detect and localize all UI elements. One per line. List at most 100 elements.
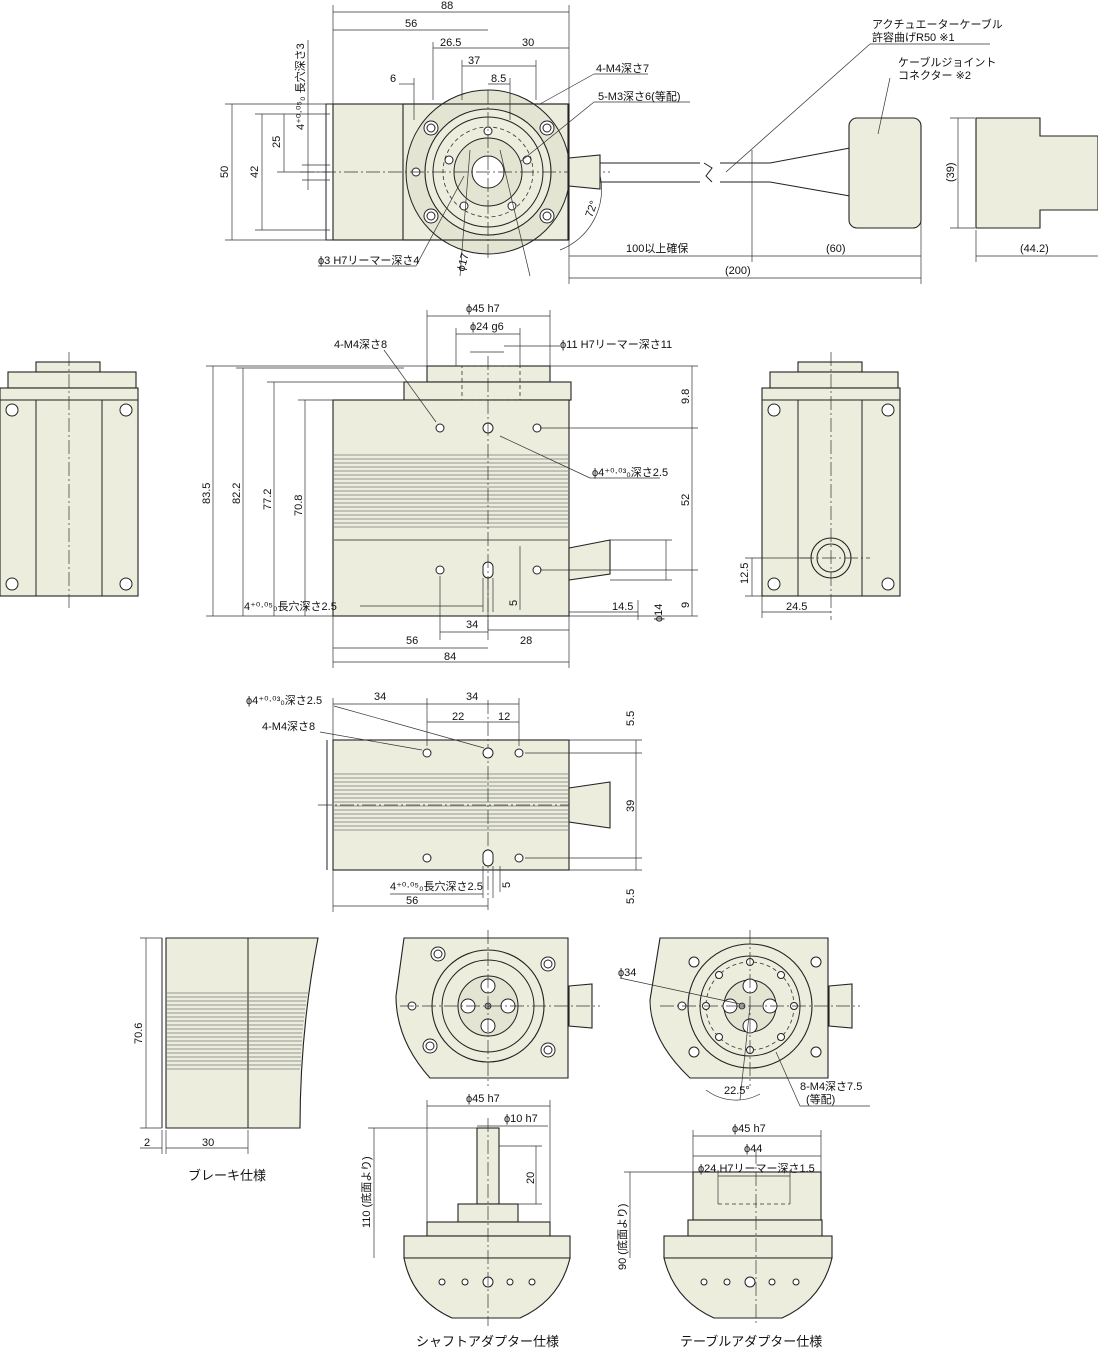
svg-text:22: 22 <box>452 711 464 723</box>
svg-text:ϕ45 h7: ϕ45 h7 <box>466 303 500 315</box>
table-adapter-caption: テーブルアダプター仕様 <box>680 1334 822 1349</box>
connector-mate <box>975 117 1098 229</box>
svg-text:許容曲げR50 ※1: 許容曲げR50 ※1 <box>872 30 955 44</box>
svg-text:4⁺⁰·⁰⁵₀長穴深さ2.5: 4⁺⁰·⁰⁵₀長穴深さ2.5 <box>390 879 483 893</box>
table-adapter-phi24: ϕ24 H7リーマー深さ1.5 <box>698 1162 815 1175</box>
front-flange <box>403 381 572 401</box>
brake-dim-2: 2 <box>144 1137 150 1149</box>
svg-text:5.5: 5.5 <box>625 711 637 726</box>
svg-text:88: 88 <box>441 0 453 12</box>
front-dim-labels: ϕ45 h7 ϕ24 g6 ϕ11 H7リーマー深さ11 4-M4深さ8 83.… <box>201 303 692 663</box>
shaft-top-view <box>395 930 600 1086</box>
svg-text:56: 56 <box>405 18 417 30</box>
svg-text:4-M4深さ7: 4-M4深さ7 <box>596 62 649 75</box>
table-adapter-90: 90 (底面より) <box>615 1204 629 1270</box>
shaft-top-holes <box>407 946 556 1058</box>
svg-text:4-M4深さ8: 4-M4深さ8 <box>262 720 315 733</box>
table-top-angle: 22.5° <box>724 1085 750 1097</box>
svg-text:(200): (200) <box>725 265 751 277</box>
brake-stripes <box>167 992 308 1070</box>
right-dim-24-5: 24.5 <box>786 601 807 613</box>
front-cable-gland <box>568 539 611 581</box>
bottom-holes <box>422 747 524 867</box>
shaft-adapter-body <box>403 1257 571 1319</box>
table-adapter-body <box>663 1257 833 1319</box>
svg-text:56: 56 <box>406 635 418 647</box>
svg-text:34: 34 <box>466 619 478 631</box>
left-side-screws <box>5 403 133 591</box>
svg-text:42: 42 <box>249 166 261 178</box>
table-top-m4: 8-M4深さ7.5 <box>800 1080 862 1093</box>
svg-text:5.5: 5.5 <box>625 889 637 904</box>
table-top-phi34: ϕ34 <box>618 967 636 979</box>
right-side-screws <box>767 403 895 591</box>
svg-text:28: 28 <box>520 635 532 647</box>
table-top-m4-equal: (等配) <box>806 1092 835 1106</box>
svg-text:25: 25 <box>271 136 283 148</box>
left-side-view <box>0 352 139 610</box>
right-side-top-cap <box>797 361 863 373</box>
cable-gland <box>568 154 601 190</box>
svg-text:82.2: 82.2 <box>231 483 243 504</box>
svg-text:50: 50 <box>219 166 231 178</box>
svg-text:9: 9 <box>680 602 692 608</box>
svg-text:(44.2): (44.2) <box>1020 243 1049 255</box>
bottom-cable-gland <box>568 781 611 829</box>
svg-text:6: 6 <box>390 73 396 85</box>
front-view: ϕ45 h7 ϕ24 g6 ϕ11 H7リーマー深さ11 4-M4深さ8 83.… <box>201 303 698 668</box>
bottom-dim-labels: 34 34 22 12 ϕ4⁺⁰·⁰³₀深さ2.5 4-M4深さ8 5.5 39… <box>246 691 637 907</box>
table-adapter-holes <box>700 1276 800 1288</box>
table-adapter-phi45: ϕ45 h7 <box>732 1123 766 1135</box>
svg-text:34: 34 <box>466 691 478 703</box>
shaft-adapter-110: 110 (底面より) <box>359 1156 373 1228</box>
bottom-stripes <box>334 773 568 831</box>
right-side-view: 12.5 24.5 <box>739 352 901 620</box>
svg-text:26.5: 26.5 <box>440 37 461 49</box>
svg-text:9.8: 9.8 <box>680 389 692 404</box>
svg-text:8.5: 8.5 <box>491 73 506 85</box>
svg-text:100以上確保: 100以上確保 <box>626 241 688 255</box>
shaft-adapter-caption: シャフトアダプター仕様 <box>416 1334 559 1349</box>
svg-text:72°: 72° <box>584 199 601 219</box>
svg-text:5: 5 <box>501 882 513 888</box>
brake-dim-30: 30 <box>202 1137 214 1149</box>
table-adapter-phi44: ϕ44 <box>744 1143 762 1155</box>
brake-dim-70-6: 70.6 <box>133 1023 145 1044</box>
shaft-adapter-phi45: ϕ45 h7 <box>466 1093 500 1105</box>
svg-text:(39): (39) <box>945 162 957 182</box>
svg-text:アクチュエーターケーブル: アクチュエーターケーブル <box>872 17 1003 31</box>
svg-text:ϕ17: ϕ17 <box>455 252 471 273</box>
svg-text:4⁺⁰·⁰⁵₀ 長穴深さ3: 4⁺⁰·⁰⁵₀ 長穴深さ3 <box>293 43 307 130</box>
table-adapter-disk <box>692 1171 822 1221</box>
svg-text:ϕ14: ϕ14 <box>653 604 665 622</box>
shaft-adapter-phi10: ϕ10 h7 <box>504 1113 538 1125</box>
svg-text:コネクター ※2: コネクター ※2 <box>898 69 971 82</box>
svg-text:14.5: 14.5 <box>612 601 633 613</box>
svg-text:52: 52 <box>680 494 692 506</box>
svg-text:ケーブルジョイント: ケーブルジョイント <box>898 55 996 69</box>
shaft-adapter-20: 20 <box>525 1172 537 1184</box>
svg-text:30: 30 <box>522 37 534 49</box>
svg-text:(60): (60) <box>826 243 846 255</box>
svg-text:ϕ24 g6: ϕ24 g6 <box>470 321 504 333</box>
svg-text:77.2: 77.2 <box>262 489 274 510</box>
svg-text:5-M3深さ6(等配): 5-M3深さ6(等配) <box>598 89 681 103</box>
svg-text:34: 34 <box>374 691 386 703</box>
svg-text:39: 39 <box>625 800 637 812</box>
svg-text:83.5: 83.5 <box>201 483 213 504</box>
brake-view: 70.6 2 30 ブレーキ仕様 <box>133 937 319 1183</box>
svg-text:37: 37 <box>468 55 480 67</box>
top-corner-holes <box>423 120 555 224</box>
bottom-view: 34 34 22 12 ϕ4⁺⁰·⁰³₀深さ2.5 4-M4深さ8 5.5 39… <box>246 691 642 912</box>
svg-text:ϕ3 H7リーマー深さ4: ϕ3 H7リーマー深さ4 <box>318 254 420 267</box>
left-side-flange <box>7 371 137 389</box>
table-adapter-view: ϕ45 h7 ϕ44 ϕ24 H7リーマー深さ1.5 90 (底面より) テーブ… <box>615 1123 833 1349</box>
front-stripes <box>334 454 568 541</box>
left-side-top-cap <box>35 361 101 373</box>
svg-text:4⁺⁰·⁰⁵₀長穴深さ2.5: 4⁺⁰·⁰⁵₀長穴深さ2.5 <box>244 599 337 613</box>
right-side-flange <box>769 371 899 389</box>
svg-text:56: 56 <box>406 895 418 907</box>
svg-text:5: 5 <box>508 600 520 606</box>
svg-text:ϕ4⁺⁰·⁰³₀深さ2.5: ϕ4⁺⁰·⁰³₀深さ2.5 <box>246 694 322 707</box>
